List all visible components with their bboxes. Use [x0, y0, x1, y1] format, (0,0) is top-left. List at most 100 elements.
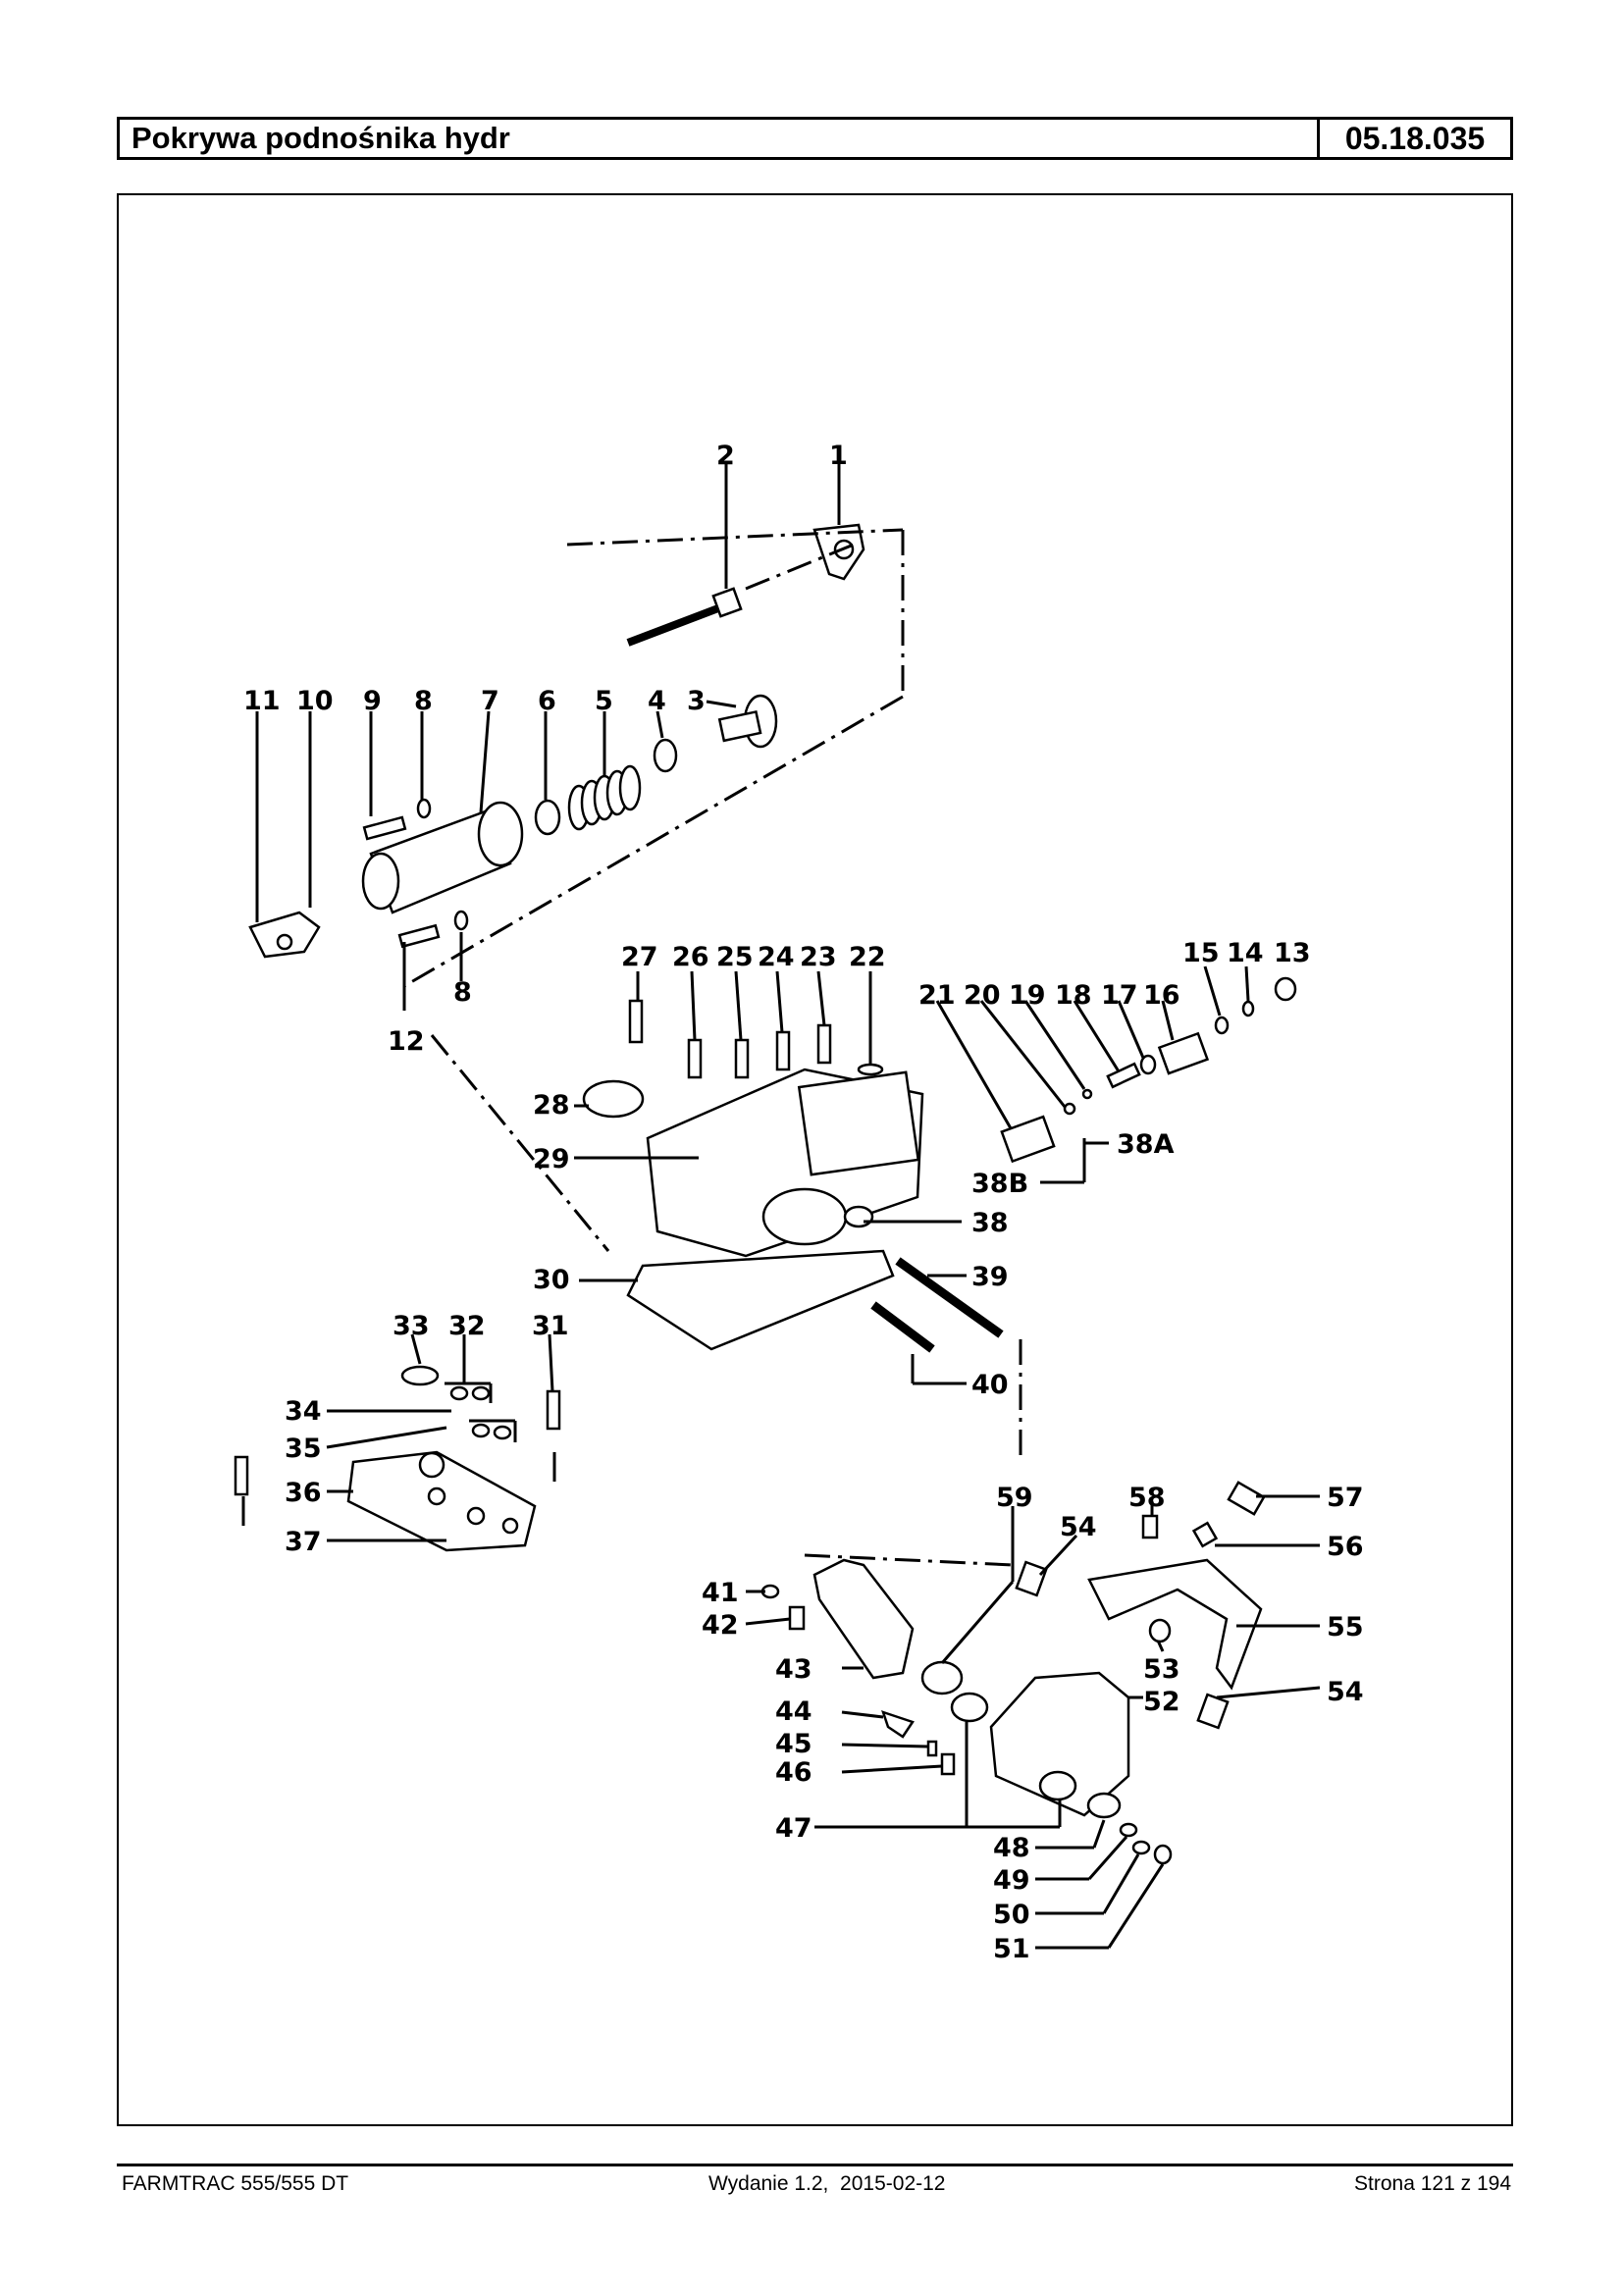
label-25: 25	[716, 942, 754, 972]
part-43-lever	[812, 1558, 915, 1680]
label-54-lower: 54	[1327, 1677, 1364, 1707]
label-57: 57	[1327, 1483, 1364, 1513]
part-26-bolt	[687, 1038, 703, 1079]
cover-plate	[797, 1070, 920, 1176]
label-48: 48	[993, 1833, 1030, 1863]
label-38: 38	[971, 1208, 1009, 1238]
label-8-lower: 8	[453, 977, 472, 1008]
part-59-disc	[920, 1660, 964, 1695]
label-41: 41	[702, 1578, 739, 1608]
label-50: 50	[993, 1900, 1030, 1930]
part-44-clip	[881, 1710, 915, 1739]
label-35: 35	[285, 1434, 322, 1464]
label-29: 29	[533, 1144, 570, 1174]
label-30: 30	[533, 1265, 570, 1295]
label-40: 40	[971, 1370, 1009, 1400]
label-39: 39	[971, 1262, 1009, 1292]
label-38B: 38B	[971, 1169, 1028, 1199]
label-33: 33	[393, 1311, 430, 1341]
label-22: 22	[849, 942, 886, 972]
part-16-valve	[1157, 1031, 1210, 1075]
part-49-washer	[1119, 1822, 1138, 1838]
part-52-sector	[989, 1671, 1130, 1817]
label-6: 6	[538, 686, 556, 716]
part-53-nut	[1148, 1618, 1172, 1643]
label-24: 24	[758, 942, 795, 972]
label-56: 56	[1327, 1532, 1364, 1562]
label-53: 53	[1143, 1654, 1180, 1685]
part-54-block	[1015, 1560, 1048, 1597]
label-46: 46	[775, 1757, 812, 1788]
label-10: 10	[296, 686, 334, 716]
label-43: 43	[775, 1654, 812, 1685]
label-32: 32	[448, 1311, 486, 1341]
label-4: 4	[648, 686, 666, 716]
part-31-bolt	[546, 1389, 561, 1431]
label-45: 45	[775, 1729, 812, 1759]
label-5: 5	[595, 686, 613, 716]
exploded-parts-diagram: 2 1 11 10 9 8 7 6 5 4 3 8 12 27 26 25 24…	[234, 441, 1364, 1964]
label-27: 27	[621, 942, 658, 972]
part-56-nut	[1191, 1521, 1219, 1548]
part-17-ring	[1139, 1054, 1157, 1075]
label-18: 18	[1055, 980, 1092, 1011]
label-3: 3	[687, 686, 706, 716]
label-54-upper: 54	[1060, 1512, 1097, 1542]
part-code: 05.18.035	[1344, 120, 1486, 156]
part-48-disc	[1086, 1792, 1122, 1819]
label-26: 26	[672, 942, 709, 972]
part-36-bolt	[234, 1455, 249, 1496]
part-42-bolt	[788, 1605, 806, 1631]
part-57-bolt	[1227, 1481, 1266, 1516]
part-18-spring	[1106, 1062, 1141, 1089]
part-38-ring	[843, 1205, 874, 1228]
label-37: 37	[285, 1527, 322, 1557]
part-46-bolt	[940, 1752, 956, 1776]
label-34: 34	[285, 1396, 322, 1427]
label-23: 23	[800, 942, 837, 972]
part-9-bolt	[362, 815, 407, 841]
footer-page: Strona 121 z 194	[1354, 2172, 1511, 2195]
label-36: 36	[285, 1478, 322, 1508]
label-44: 44	[775, 1696, 812, 1727]
part-5-spring	[567, 764, 642, 831]
label-42: 42	[702, 1610, 739, 1641]
diagram-frame	[117, 193, 1513, 2126]
label-31: 31	[532, 1311, 569, 1341]
label-12: 12	[388, 1026, 425, 1057]
page-title: Pokrywa podnośnika hydr	[120, 120, 1320, 157]
cover-bore	[761, 1187, 848, 1246]
part-33-oring	[400, 1365, 440, 1386]
title-bar: Pokrywa podnośnika hydr 05.18.035	[117, 117, 1513, 160]
label-47: 47	[775, 1813, 812, 1844]
part-20-ball	[1063, 1102, 1076, 1116]
label-1: 1	[829, 441, 848, 471]
label-58: 58	[1128, 1483, 1166, 1513]
label-38A: 38A	[1117, 1129, 1175, 1160]
label-8: 8	[414, 686, 433, 716]
part-22-washer	[857, 1063, 884, 1076]
part-15-ring	[1214, 1016, 1230, 1035]
part-51-nut	[1153, 1844, 1173, 1865]
part-21-valve	[1000, 1115, 1056, 1164]
label-15: 15	[1182, 938, 1220, 968]
part-2-rod	[626, 600, 733, 647]
part-55-quadrant	[1087, 1558, 1263, 1691]
part-8-ring-lower	[453, 910, 469, 931]
part-45-pin	[926, 1740, 938, 1757]
part-6-washer	[534, 799, 561, 836]
part-58-bolt	[1141, 1514, 1159, 1539]
part-19-ring	[1081, 1088, 1093, 1100]
label-59: 59	[996, 1483, 1033, 1513]
part-12-bolt	[397, 923, 441, 949]
label-51: 51	[993, 1934, 1030, 1964]
label-55: 55	[1327, 1612, 1364, 1643]
part-4-washer	[653, 738, 678, 773]
label-49: 49	[993, 1865, 1030, 1896]
part-24-bolt	[775, 1030, 791, 1071]
part-27-bolt	[628, 999, 644, 1044]
footer-edition: Wydanie 1.2, 2015-02-12	[708, 2172, 946, 2195]
part-13-nut	[1274, 976, 1297, 1002]
label-19: 19	[1009, 980, 1046, 1011]
part-47-disc-a	[950, 1692, 989, 1723]
